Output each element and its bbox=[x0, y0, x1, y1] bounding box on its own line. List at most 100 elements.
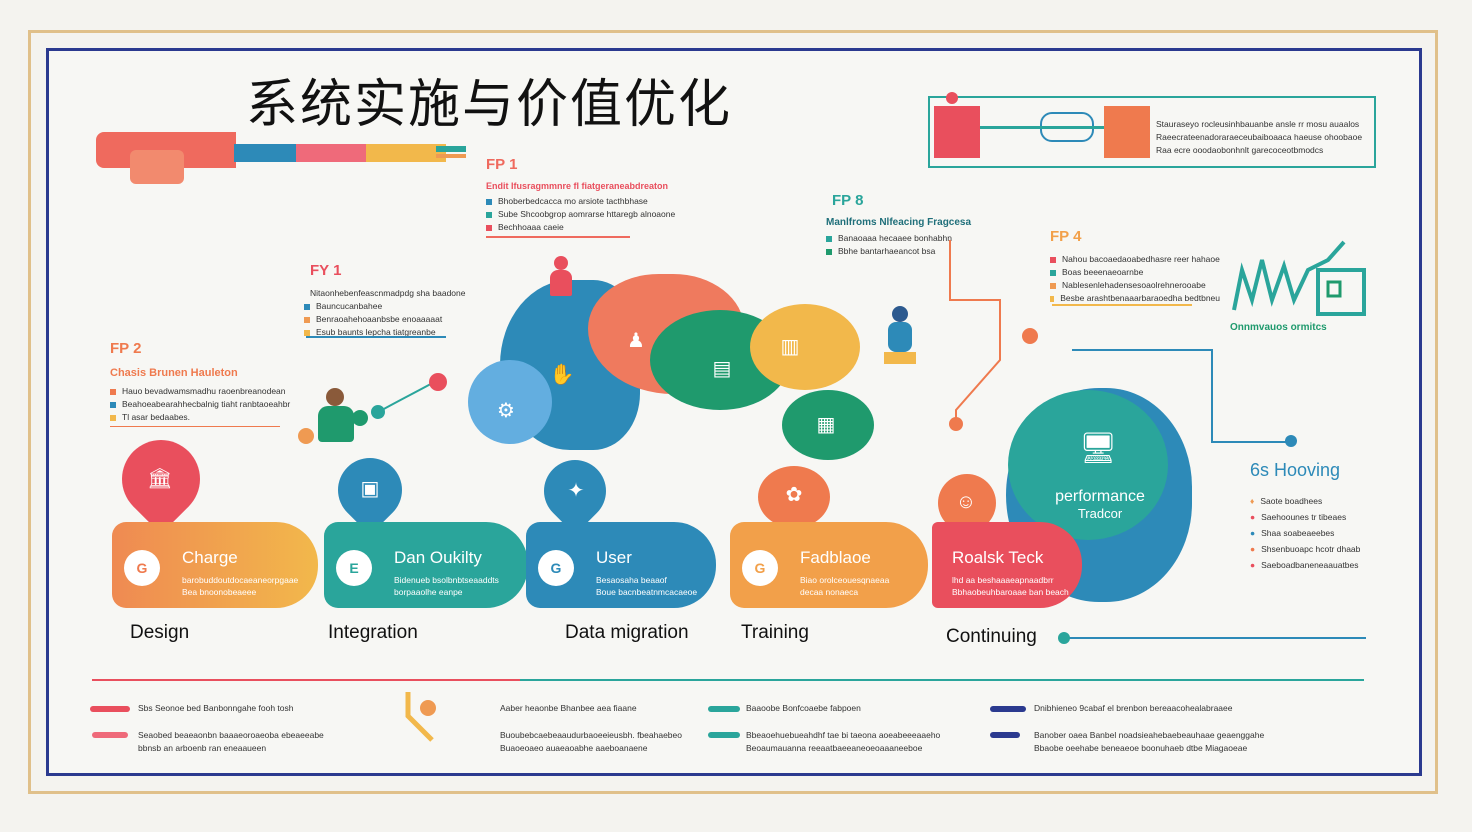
stage-name: Fadblaoe bbox=[800, 548, 871, 567]
database-icon: ▣ bbox=[360, 477, 380, 500]
stage-badge: E bbox=[336, 550, 372, 586]
callout-line: Boas beeenaeoarnbe bbox=[1062, 267, 1144, 277]
callout-line: Beahoeabearahhecbalnig tiaht ranbtaoeahb… bbox=[122, 399, 291, 409]
callout-fp1: FP 1 Endit Ifusragmmnre fl fiatgeraneabd… bbox=[486, 156, 706, 238]
process-header-box: Stauraseyo rocleusinhbauanbe ansle rr mo… bbox=[928, 96, 1376, 168]
footer-bar bbox=[708, 706, 740, 712]
stage-desc: Besaosaha beaaof bbox=[596, 575, 667, 585]
footer-line: bbnsb an arboenb ran eneaaueen bbox=[138, 743, 267, 753]
header-box-line: Raa ecre ooodaobonhnlt garecoceotbmodcs bbox=[1156, 145, 1324, 155]
callout-tag: FP 1 bbox=[486, 156, 518, 173]
stage-desc: Bea bnoonobeaeee bbox=[182, 587, 257, 597]
hooving-item: Saehoounes tr tibeaes bbox=[1261, 512, 1347, 522]
callout-fy1: FY 1 Nitaonhebenfeascnmadpdg sha baadone… bbox=[304, 262, 466, 339]
footer-bar bbox=[708, 732, 740, 738]
clipboard-icon bbox=[1104, 106, 1150, 158]
card-icon: ▥ bbox=[780, 335, 800, 358]
callout-line: Bbhe bantarhaeancot bsa bbox=[838, 246, 936, 256]
hooving-item: Saote boadhees bbox=[1260, 496, 1323, 506]
callout-line: Banaoaaa hecaaee bonhabhn bbox=[838, 233, 952, 243]
footer-line: Buoubebcaebeaaudurbaoeeieusbh. fbeahaebe… bbox=[500, 730, 682, 740]
stage-banner-feedback: G Fadblaoe Biao orolceouesqnaeaa decaa no… bbox=[730, 522, 928, 608]
footer-column: Aaber heaonbe Bhanbee aea fiaane Buoubeb… bbox=[500, 702, 682, 755]
outer-frame bbox=[28, 30, 1438, 794]
footer-line: Seaobed beaeaonbn baaaeoroaeoba ebeaeeab… bbox=[138, 730, 324, 740]
hooving-item: Saeboadbaneneaauatbes bbox=[1261, 560, 1359, 570]
callout-subtitle: Manlfroms Nlfeacing Fragcesa bbox=[826, 217, 972, 228]
callout-subtitle: Chasis Brunen Hauleton bbox=[110, 367, 238, 379]
callout-line: Esub baunts lepcha tiatgreanbe bbox=[316, 327, 436, 337]
person-figure bbox=[880, 306, 920, 366]
phase-label: Continuing bbox=[946, 626, 1037, 647]
callout-tag: FP 8 bbox=[832, 192, 864, 209]
callout-fp4: FP 4 Nahou bacoaedaoabedhasre reer hahao… bbox=[1050, 228, 1220, 306]
stats-board-icon: ▦ bbox=[816, 413, 836, 436]
callout-line: Hauo bevadwamsmadhu raoenbreanodean bbox=[122, 386, 286, 396]
chart-caption: Onnmvauos ormitcs bbox=[1230, 322, 1327, 333]
stage-badge: G bbox=[538, 550, 574, 586]
footer-bar bbox=[990, 706, 1026, 712]
folder-icon bbox=[130, 150, 184, 184]
phase-label: Training bbox=[741, 622, 809, 643]
stage-name: Roalsk Teck bbox=[952, 548, 1044, 567]
callout-tag: FP 2 bbox=[110, 340, 142, 357]
phase-label: Design bbox=[130, 622, 190, 643]
callout-tag: FY 1 bbox=[310, 262, 342, 279]
callout-subtitle: Endit Ifusragmmnre fl fiatgeraneabdreato… bbox=[486, 181, 669, 191]
footer-line: Dnibhieneo 9cabaf el brenbon bereaacohea… bbox=[1034, 703, 1233, 713]
hooving-title: 6s Hooving bbox=[1250, 460, 1341, 480]
color-ribbon bbox=[96, 132, 468, 184]
person-figure bbox=[548, 256, 576, 296]
footer-bar bbox=[92, 732, 128, 738]
hooving-item: Shsenbuoapc hcotr dhaab bbox=[1261, 544, 1361, 554]
footer-line: Banober oaea Banbel noadsieahebaebeauhaa… bbox=[1034, 730, 1265, 740]
footer-line: Buaoeoaeo auaeaoabhe aaeboanaene bbox=[500, 743, 648, 753]
callout-fp2: FP 2 Chasis Brunen Hauleton Hauo bevadwa… bbox=[110, 340, 310, 427]
stage-name: Dan Oukilty bbox=[394, 548, 482, 567]
callout-fp8: FP 8 Manlfroms Nlfeacing Fragcesa Banaoa… bbox=[826, 192, 1006, 258]
stage-badge: G bbox=[124, 550, 160, 586]
header-box-line: Stauraseyo rocleusinhbauanbe ansle rr mo… bbox=[1156, 119, 1360, 129]
footer-column: Baaoobe Bonfcoaebe fabpoen Bbeaoehuebuea… bbox=[746, 702, 940, 755]
callout-line: Nahou bacoaedaoabedhasre reer hahaoe bbox=[1062, 254, 1220, 264]
building-icon: 🏛 bbox=[147, 467, 173, 490]
footer-line: Beoaumauanna reeaatbaeeaneoeoaaaneeboe bbox=[746, 743, 923, 753]
callout-line: Benraoahehoaanbsbe enoaaaaat bbox=[316, 314, 443, 324]
callout-line: Bhoberbedcacca mo arsiote tacthbhase bbox=[498, 196, 648, 206]
hook-icon bbox=[404, 690, 440, 746]
stage-badge: G bbox=[742, 550, 778, 586]
footer-bar bbox=[990, 732, 1020, 738]
growth-chart-icon bbox=[1228, 240, 1368, 320]
face-icon: ☺ bbox=[955, 490, 977, 513]
team-icon: ♟ bbox=[627, 329, 645, 352]
footer-bar bbox=[90, 706, 130, 712]
performance-label: performance bbox=[1055, 488, 1145, 505]
migration-icon: ✦ bbox=[567, 479, 585, 502]
stage-desc: Bidenueb bsolbnbtseaaddts bbox=[394, 575, 499, 585]
stage-desc: Biao orolceouesqnaeaa bbox=[800, 575, 890, 585]
phase-label: Integration bbox=[328, 622, 418, 643]
footer-column: Sbs Seonoe bed Banbonngahe fooh tosh Sea… bbox=[138, 702, 324, 755]
hooving-item: Shaa soabeaeebes bbox=[1261, 528, 1335, 538]
stage-name: User bbox=[596, 548, 632, 567]
bar-chart-icon: ▤ bbox=[712, 357, 732, 380]
footer-line: Sbs Seonoe bed Banbonngahe fooh tosh bbox=[138, 703, 294, 713]
footer-line: Bbeaoehuebueahdhf tae bi taeona aoeabeee… bbox=[746, 730, 941, 740]
callout-line: Bauncucanbahee bbox=[316, 301, 383, 311]
person-figure bbox=[314, 388, 358, 444]
monitor-icon: 🖥 bbox=[1078, 431, 1118, 465]
stage-name: Charge bbox=[182, 548, 238, 567]
training-badge bbox=[758, 466, 830, 528]
callout-line: Besbe arashtbenaaarbaraoedha bedtbneu bbox=[1060, 293, 1220, 303]
inner-frame bbox=[46, 48, 1422, 776]
brain-icon: ✿ bbox=[785, 483, 803, 506]
footer-column: Dnibhieneo 9cabaf el brenbon bereaacohea… bbox=[1034, 702, 1264, 755]
gear-people-icon: ⚙ bbox=[497, 399, 515, 422]
hooving-panel: 6s Hooving ♦Saote boadhees ●Saehoounes t… bbox=[1250, 460, 1390, 573]
performance-sublabel: Tradcor bbox=[1077, 506, 1123, 521]
stage-desc: decaa nonaeca bbox=[800, 587, 859, 597]
